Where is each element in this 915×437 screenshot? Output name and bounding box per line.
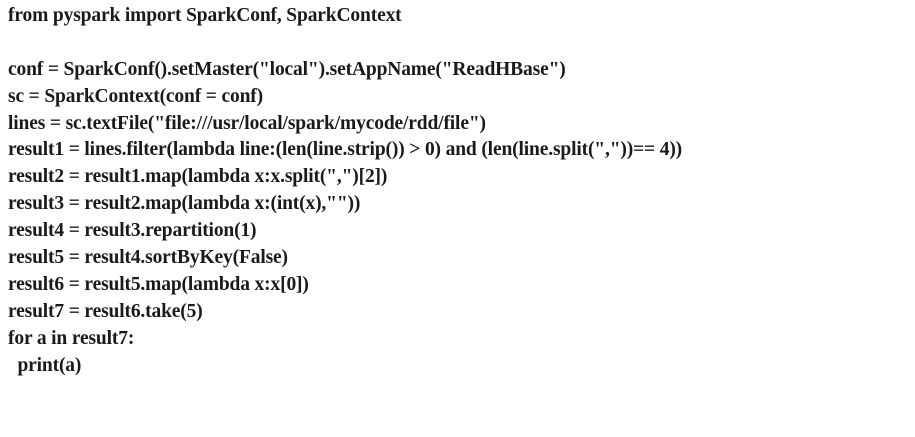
- code-line-map-split: result2 = result1.map(lambda x:x.split("…: [8, 166, 388, 188]
- code-line-for-loop: for a in result7:: [8, 327, 135, 349]
- code-line-print: print(a): [8, 354, 82, 376]
- code-line-import: from pyspark import SparkConf, SparkCont…: [8, 5, 402, 26]
- code-line-conf: conf = SparkConf().setMaster("local").se…: [8, 58, 566, 80]
- code-block: from pyspark import SparkConf, SparkCont…: [8, 3, 913, 379]
- code-line-blank: [8, 30, 913, 57]
- code-line-filter: result1 = lines.filter(lambda line:(len(…: [8, 139, 683, 161]
- code-line-textfile: lines = sc.textFile("file:///usr/local/s…: [8, 112, 486, 134]
- code-line-context: sc = SparkContext(conf = conf): [8, 85, 263, 107]
- code-line-take: result7 = result6.take(5): [8, 300, 203, 322]
- code-line-map-first: result6 = result5.map(lambda x:x[0]): [8, 273, 309, 295]
- code-line-map-int: result3 = result2.map(lambda x:(int(x),"…: [8, 193, 361, 215]
- code-line-repartition: result4 = result3.repartition(1): [8, 220, 257, 242]
- code-line-sortbykey: result5 = result4.sortByKey(False): [8, 247, 288, 269]
